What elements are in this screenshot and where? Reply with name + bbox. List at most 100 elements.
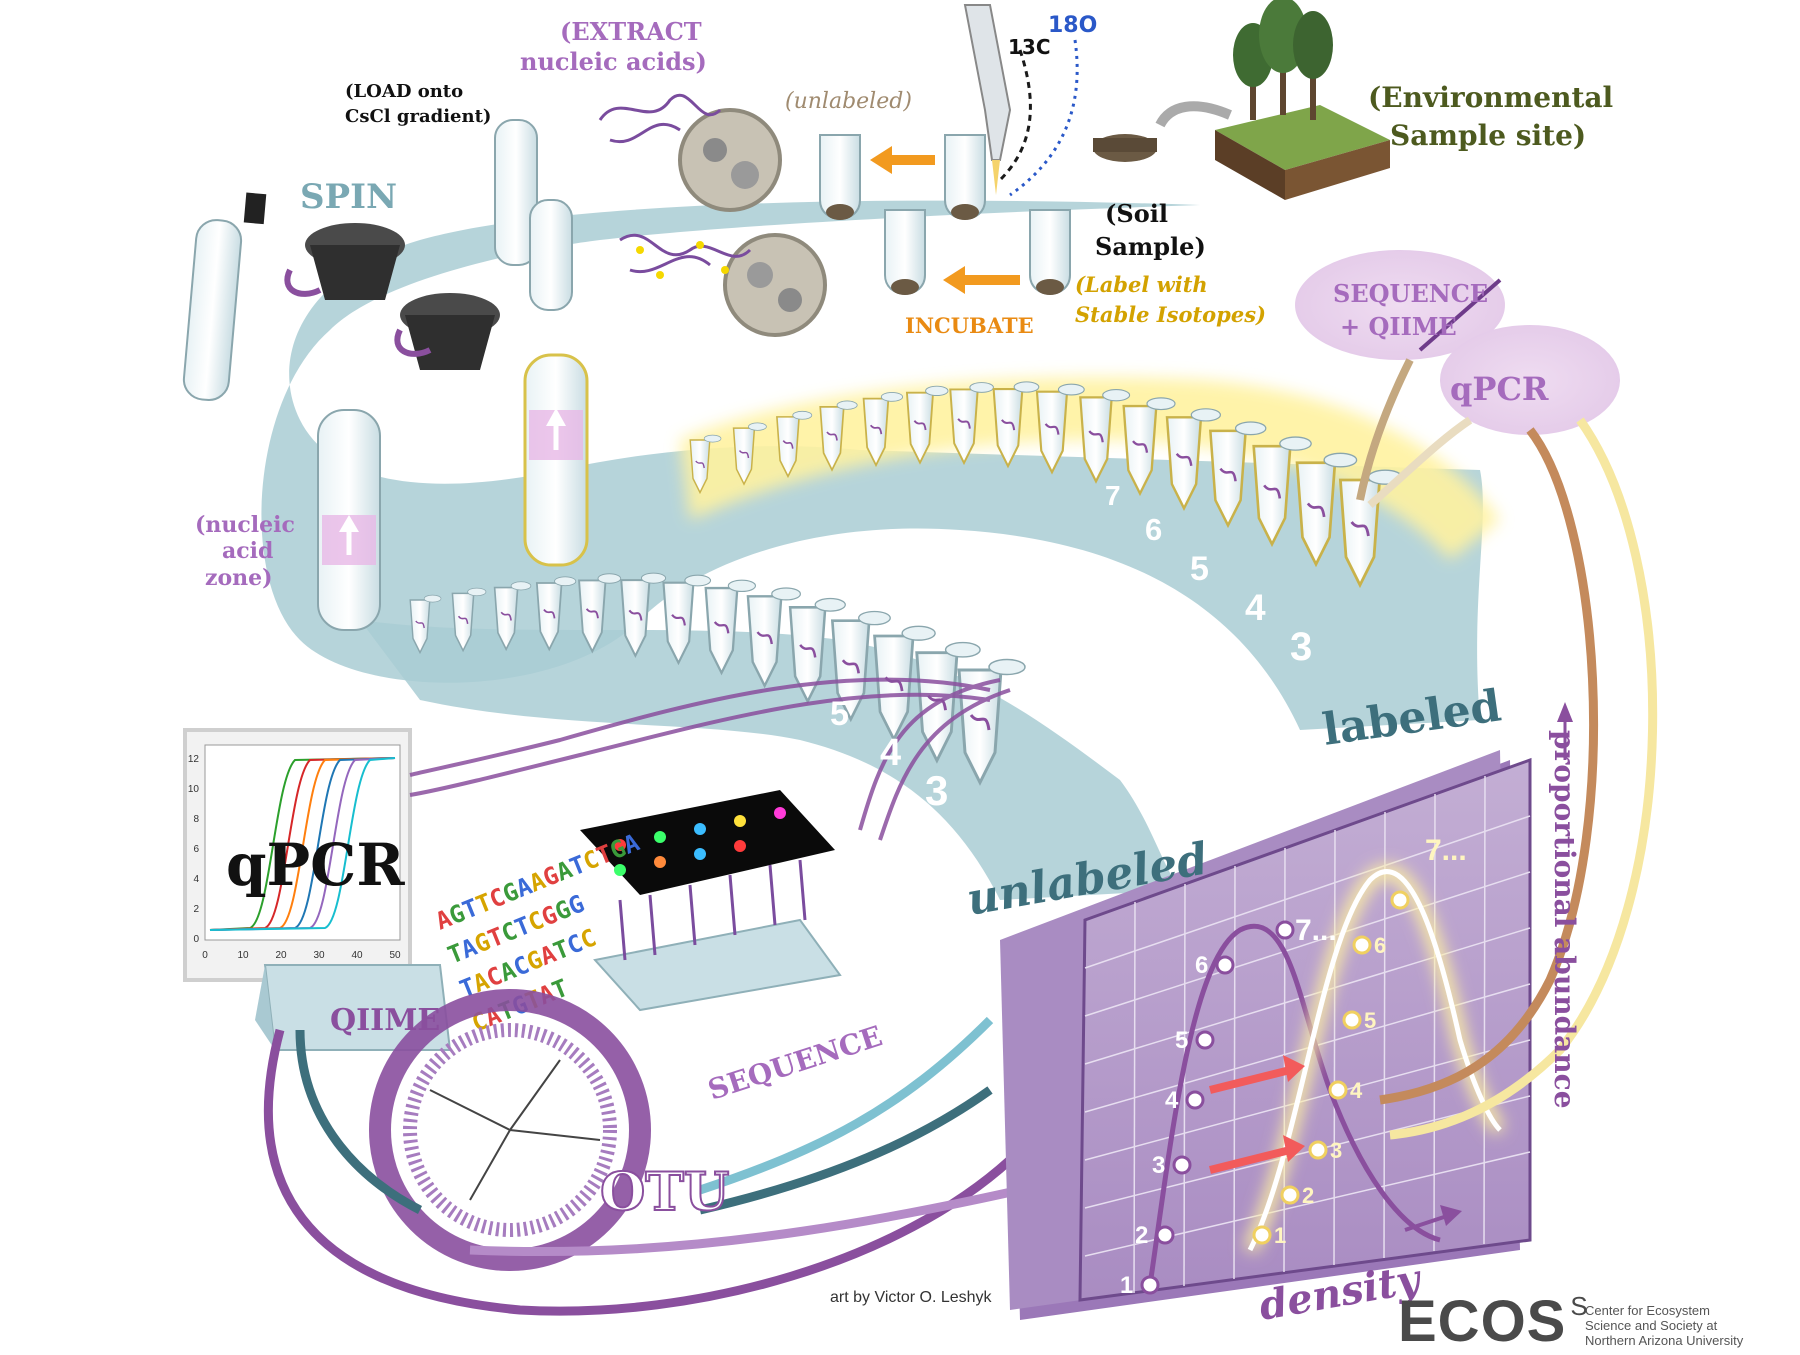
labeled-tube	[1122, 397, 1176, 497]
qpcr-cloud-label: qPCR	[1450, 370, 1549, 408]
tube-cap	[1102, 389, 1131, 402]
tube-dna	[826, 431, 838, 441]
qpcr-curve	[209, 757, 396, 931]
tube-dna	[1306, 502, 1326, 518]
density-point-unlabeled	[1275, 920, 1295, 940]
density-label-labeled: 5	[1364, 1008, 1376, 1033]
qpcr-y-tick: 12	[188, 754, 200, 765]
qpcr-y-tick: 0	[193, 934, 199, 945]
chip-fluorescence	[614, 864, 626, 876]
density-point-labeled	[1390, 890, 1410, 910]
tube-cap	[727, 579, 757, 593]
tube-cap	[748, 422, 767, 431]
qpcr-y-tick: 2	[193, 904, 199, 915]
qpcr-x-tick: 0	[202, 950, 208, 961]
density-label-unlabeled: 1	[1120, 1272, 1133, 1299]
tube-cap	[684, 574, 712, 587]
tube-dna	[869, 424, 883, 435]
tube-dna	[1219, 467, 1237, 482]
chip-fluorescence	[774, 807, 786, 819]
unlabeled-tube	[493, 581, 532, 652]
grid-line-vertical	[1233, 865, 1236, 1280]
tube-cap	[1190, 408, 1222, 422]
tube-dna	[1132, 440, 1149, 453]
fraction-number-labeled: 4	[1245, 587, 1266, 628]
phylogenetic-tree	[369, 989, 651, 1271]
qpcr-panel-title: qPCR	[226, 831, 405, 899]
fraction-number-labeled: 5	[1190, 550, 1209, 588]
abundance-return-arrows	[1379, 417, 1658, 1140]
tube-cap	[640, 572, 667, 584]
ecos-sub-line-1: Center for Ecosystem	[1585, 1303, 1710, 1318]
ecos-subtitle: Center for Ecosystem Science and Society…	[1585, 1303, 1743, 1348]
tube-cap	[1323, 452, 1358, 468]
density-point-labeled	[1280, 1185, 1300, 1205]
isotope-o-label: 18O	[1048, 13, 1097, 38]
density-point-unlabeled	[1215, 955, 1235, 975]
qpcr-y-tick: 10	[188, 784, 200, 795]
label-isotopes-1: (Label with	[1075, 272, 1208, 297]
fraction-number-labeled: 3	[1290, 625, 1312, 669]
tube-cap	[944, 641, 981, 658]
qpcr-y-tick: 8	[193, 814, 199, 825]
isotope-path-o	[1009, 39, 1079, 197]
ecos-superscript: S	[1570, 1291, 1588, 1321]
qiime-label: QIIME	[330, 1003, 440, 1038]
qpcr-x-tick: 30	[313, 950, 325, 961]
qpcr-curve	[209, 757, 396, 931]
density-point-unlabeled	[1155, 1225, 1175, 1245]
soil-label-2: Sample)	[1095, 232, 1206, 261]
unlabeled-tube	[535, 576, 577, 652]
tube-dna	[500, 611, 512, 621]
nucleic-zone-2: acid	[222, 538, 273, 564]
density-point-labeled	[1342, 1010, 1362, 1030]
qpcr-x-tick: 10	[237, 950, 249, 961]
dna-sequence: TACACGATCC	[456, 923, 600, 1003]
load-label-1: (LOAD onto	[345, 81, 463, 102]
labeled-tube	[862, 391, 904, 468]
tube-cap	[925, 385, 949, 396]
tube-body	[949, 388, 979, 466]
qpcr-y-tick: 4	[193, 874, 199, 885]
labeled-tube	[689, 434, 722, 495]
unlabeled-tube	[873, 625, 936, 743]
labeled-fraction-tubes	[689, 381, 1403, 589]
chip-fluorescence	[694, 823, 706, 835]
grid-line-vertical	[1383, 811, 1386, 1259]
ecos-sub-line-3: Northern Arizona University	[1585, 1333, 1744, 1348]
grid-line-vertical	[1333, 829, 1336, 1266]
qpcr-curve	[209, 757, 396, 931]
tube-dna	[415, 620, 425, 629]
grid-line-horizontal	[1084, 927, 1531, 1065]
tube-dna	[543, 608, 556, 619]
dna-sequence: AGTTCGAAGATCTGA	[432, 828, 644, 935]
centrifuge-rotors	[284, 223, 500, 370]
labeled-tube	[1079, 389, 1131, 484]
cscl-tubes	[182, 119, 589, 631]
teal-ribbon	[261, 200, 1483, 730]
density-points: 1234567...1234567...	[1120, 834, 1467, 1299]
unlabeled-tube	[662, 574, 712, 666]
labeled-tube	[992, 381, 1040, 469]
tube-cap	[858, 610, 891, 626]
tube-dna	[457, 615, 469, 625]
isotope-path-c	[998, 49, 1032, 182]
grid-line-horizontal	[1084, 871, 1531, 1017]
purple-flow-strands	[409, 677, 1011, 841]
environmental-site	[1215, 0, 1390, 200]
density-point-labeled	[1352, 935, 1372, 955]
dna-sequence: TAGTCTCGGG	[444, 889, 588, 969]
tube-dna	[1263, 484, 1282, 499]
incubation-tubes	[819, 134, 1071, 295]
labeled-to-results-arrows	[1356, 358, 1473, 509]
unlabeled-tube	[746, 587, 801, 689]
density-arrow	[1404, 1213, 1451, 1232]
density-point-unlabeled	[1185, 1090, 1205, 1110]
density-label-labeled: 2	[1302, 1183, 1314, 1208]
tube-dna	[913, 420, 927, 431]
tube-cap	[1279, 436, 1312, 451]
environmental-label-1: (Environmental	[1368, 81, 1613, 114]
qpcr-curve	[209, 757, 396, 931]
